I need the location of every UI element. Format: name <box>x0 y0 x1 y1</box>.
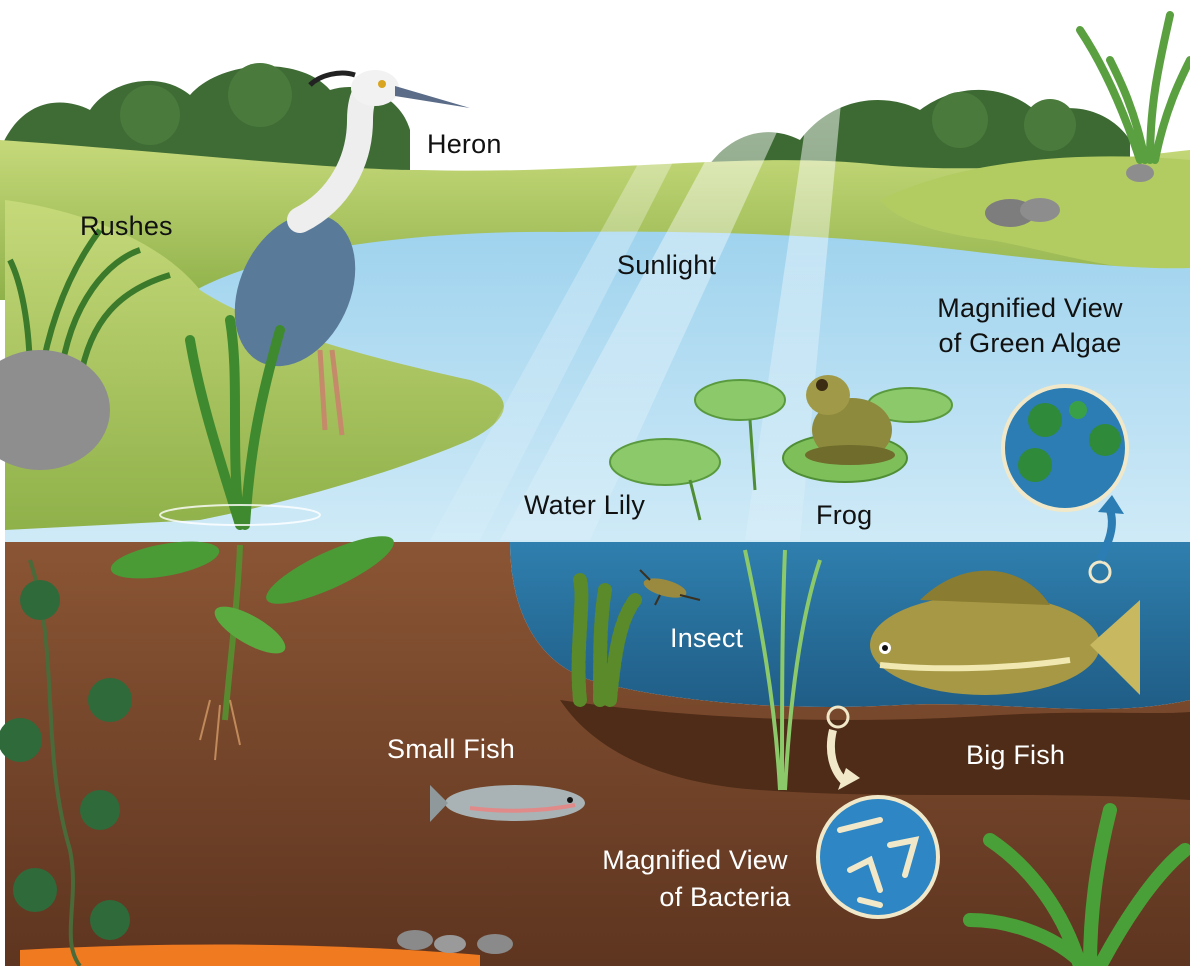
bacteria-magnified-circle <box>818 797 938 917</box>
label-bacteria-line1: Magnified View <box>580 845 810 876</box>
label-frog: Frog <box>816 500 872 531</box>
label-water-lily: Water Lily <box>524 490 645 521</box>
label-big-fish: Big Fish <box>966 740 1065 771</box>
label-sunlight: Sunlight <box>617 250 716 281</box>
label-insect: Insect <box>670 623 743 654</box>
algae-magnified-circle <box>1003 386 1127 510</box>
label-algae-line1: Magnified View <box>915 293 1145 324</box>
label-algae-line2: of Green Algae <box>915 328 1145 359</box>
label-bacteria-line2: of Bacteria <box>640 882 810 913</box>
label-rushes: Rushes <box>80 211 173 242</box>
label-small-fish: Small Fish <box>387 734 515 765</box>
label-heron: Heron <box>427 129 502 160</box>
